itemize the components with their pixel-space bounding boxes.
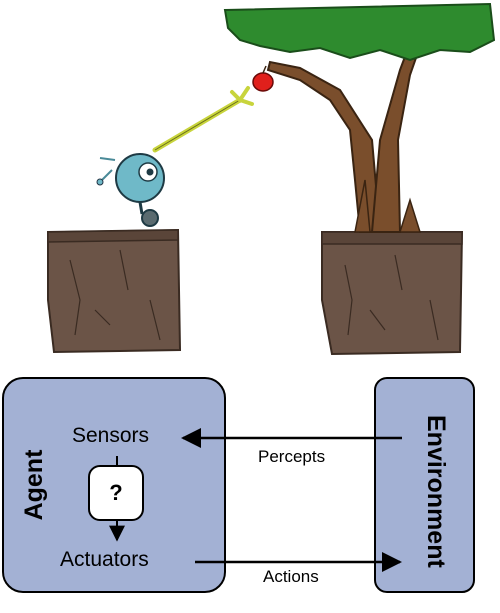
actions-label: Actions — [263, 567, 319, 586]
decision-box: ? — [88, 465, 144, 521]
decision-symbol: ? — [109, 480, 123, 505]
robot-arm — [96, 86, 254, 186]
environment-title: Environment — [422, 415, 450, 568]
robot — [115, 153, 165, 227]
agent-title: Agent — [20, 449, 48, 521]
percepts-label: Percepts — [258, 447, 326, 466]
environment-box — [374, 377, 475, 593]
right-cliff — [321, 231, 464, 356]
left-cliff — [47, 228, 182, 354]
actuators-label: Actuators — [60, 548, 149, 571]
tree — [223, 2, 496, 233]
apple — [252, 65, 274, 92]
sensors-label: Sensors — [72, 424, 150, 447]
